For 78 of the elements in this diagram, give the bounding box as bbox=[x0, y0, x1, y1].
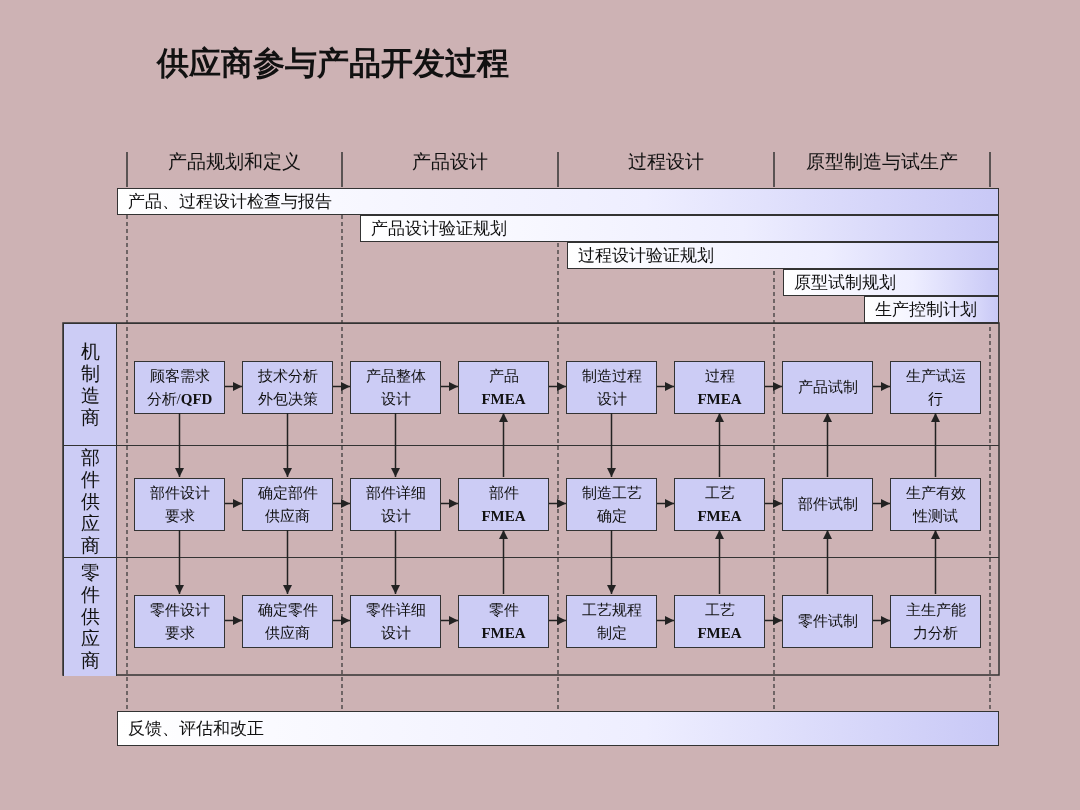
process-box: 制造工艺确定 bbox=[566, 478, 657, 531]
arrow bbox=[656, 499, 675, 508]
phase-heading: 产品设计 bbox=[411, 150, 489, 174]
arrow bbox=[548, 616, 567, 625]
arrow bbox=[440, 499, 459, 508]
process-box: 产品试制 bbox=[782, 361, 873, 414]
process-box: 产品FMEA bbox=[458, 361, 549, 414]
arrow bbox=[764, 616, 783, 625]
process-box: 部件设计要求 bbox=[134, 478, 225, 531]
arrow bbox=[823, 412, 832, 478]
phase-bar: 产品、过程设计检查与报告 bbox=[117, 188, 999, 215]
arrow bbox=[332, 382, 351, 391]
phase-heading: 原型制造与试生产 bbox=[805, 150, 959, 174]
title: 供应商参与产品开发过程 bbox=[157, 44, 509, 83]
arrow bbox=[548, 499, 567, 508]
arrow bbox=[499, 529, 508, 595]
arrow bbox=[715, 529, 724, 595]
phase-heading: 过程设计 bbox=[627, 150, 705, 174]
process-box: 工艺FMEA bbox=[674, 595, 765, 648]
process-box: 生产有效性测试 bbox=[890, 478, 981, 531]
lane-label: 机制造商 bbox=[63, 324, 117, 446]
process-box: 零件设计要求 bbox=[134, 595, 225, 648]
arrow bbox=[764, 382, 783, 391]
arrow bbox=[656, 616, 675, 625]
phase-bar: 产品设计验证规划 bbox=[360, 215, 999, 242]
process-box: 顾客需求分析/QFD bbox=[134, 361, 225, 414]
process-box: 主生产能力分析 bbox=[890, 595, 981, 648]
arrow bbox=[391, 412, 400, 478]
lane-label: 零件供应商 bbox=[63, 558, 117, 676]
arrow bbox=[823, 529, 832, 595]
process-box: 生产试运行 bbox=[890, 361, 981, 414]
arrow bbox=[283, 412, 292, 478]
swimlane bbox=[63, 557, 999, 675]
process-box: 部件FMEA bbox=[458, 478, 549, 531]
arrow bbox=[224, 499, 243, 508]
phase-bar: 生产控制计划 bbox=[864, 296, 999, 323]
process-box: 工艺FMEA bbox=[674, 478, 765, 531]
arrow bbox=[872, 382, 891, 391]
process-box: 确定零件供应商 bbox=[242, 595, 333, 648]
process-box: 产品整体设计 bbox=[350, 361, 441, 414]
arrow bbox=[175, 529, 184, 595]
arrow bbox=[440, 382, 459, 391]
arrow bbox=[931, 412, 940, 478]
process-box: 技术分析外包决策 bbox=[242, 361, 333, 414]
arrow bbox=[607, 412, 616, 478]
arrow bbox=[224, 382, 243, 391]
arrow bbox=[499, 412, 508, 478]
swimlane bbox=[63, 445, 999, 557]
process-box: 零件详细设计 bbox=[350, 595, 441, 648]
arrow bbox=[872, 499, 891, 508]
arrow bbox=[656, 382, 675, 391]
process-box: 制造过程设计 bbox=[566, 361, 657, 414]
lane-label: 部件供应商 bbox=[63, 446, 117, 558]
arrow bbox=[607, 529, 616, 595]
phase-heading: 产品规划和定义 bbox=[167, 150, 302, 174]
phase-bar: 过程设计验证规划 bbox=[567, 242, 999, 269]
arrow bbox=[175, 412, 184, 478]
arrow bbox=[715, 412, 724, 478]
arrow bbox=[283, 529, 292, 595]
process-box: 部件试制 bbox=[782, 478, 873, 531]
process-box: 过程FMEA bbox=[674, 361, 765, 414]
arrow bbox=[332, 616, 351, 625]
process-box: 工艺规程制定 bbox=[566, 595, 657, 648]
arrow bbox=[931, 529, 940, 595]
arrow bbox=[332, 499, 351, 508]
swimlane bbox=[63, 323, 999, 445]
arrow bbox=[872, 616, 891, 625]
process-box: 零件FMEA bbox=[458, 595, 549, 648]
phase-bar: 反馈、评估和改正 bbox=[117, 711, 999, 746]
process-box: 部件详细设计 bbox=[350, 478, 441, 531]
process-box: 确定部件供应商 bbox=[242, 478, 333, 531]
process-box: 零件试制 bbox=[782, 595, 873, 648]
arrow bbox=[224, 616, 243, 625]
arrow bbox=[548, 382, 567, 391]
arrow bbox=[764, 499, 783, 508]
arrow bbox=[391, 529, 400, 595]
phase-bar: 原型试制规划 bbox=[783, 269, 999, 296]
arrow bbox=[440, 616, 459, 625]
